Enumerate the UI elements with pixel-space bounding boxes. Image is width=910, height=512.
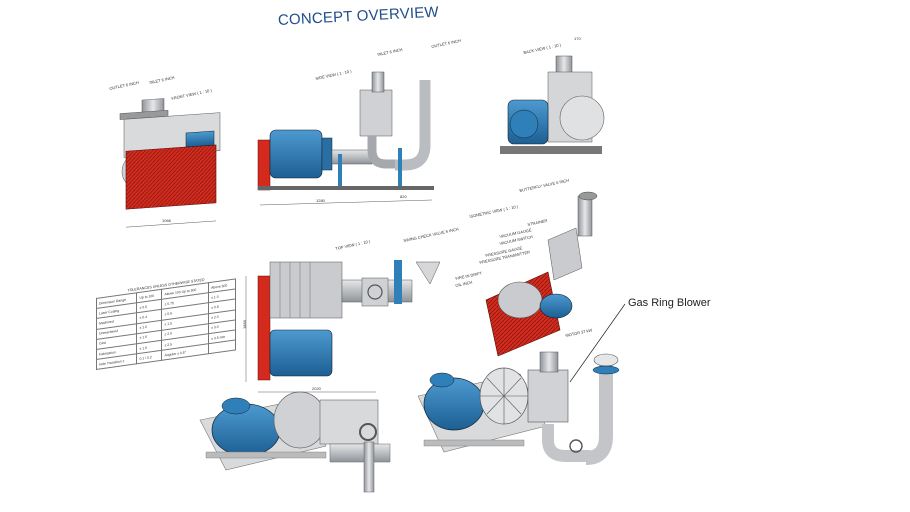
dim-top-width: 2020 bbox=[312, 386, 321, 391]
render-left bbox=[199, 391, 391, 493]
top-view bbox=[245, 260, 441, 393]
front-view bbox=[119, 98, 221, 228]
dim-back-top: 170 bbox=[574, 36, 581, 41]
dim-side-a: 1280 bbox=[316, 198, 325, 203]
callout-leader bbox=[569, 303, 626, 383]
dim-front-width: 1066 bbox=[162, 218, 171, 223]
side-view bbox=[257, 71, 434, 206]
render-right bbox=[417, 351, 620, 465]
dim-top-height: 1880 bbox=[241, 320, 247, 329]
isometric-view bbox=[485, 191, 598, 357]
back-view bbox=[500, 55, 605, 154]
callout-label: Gas Ring Blower bbox=[628, 297, 711, 309]
dim-side-b: 820 bbox=[400, 194, 407, 199]
